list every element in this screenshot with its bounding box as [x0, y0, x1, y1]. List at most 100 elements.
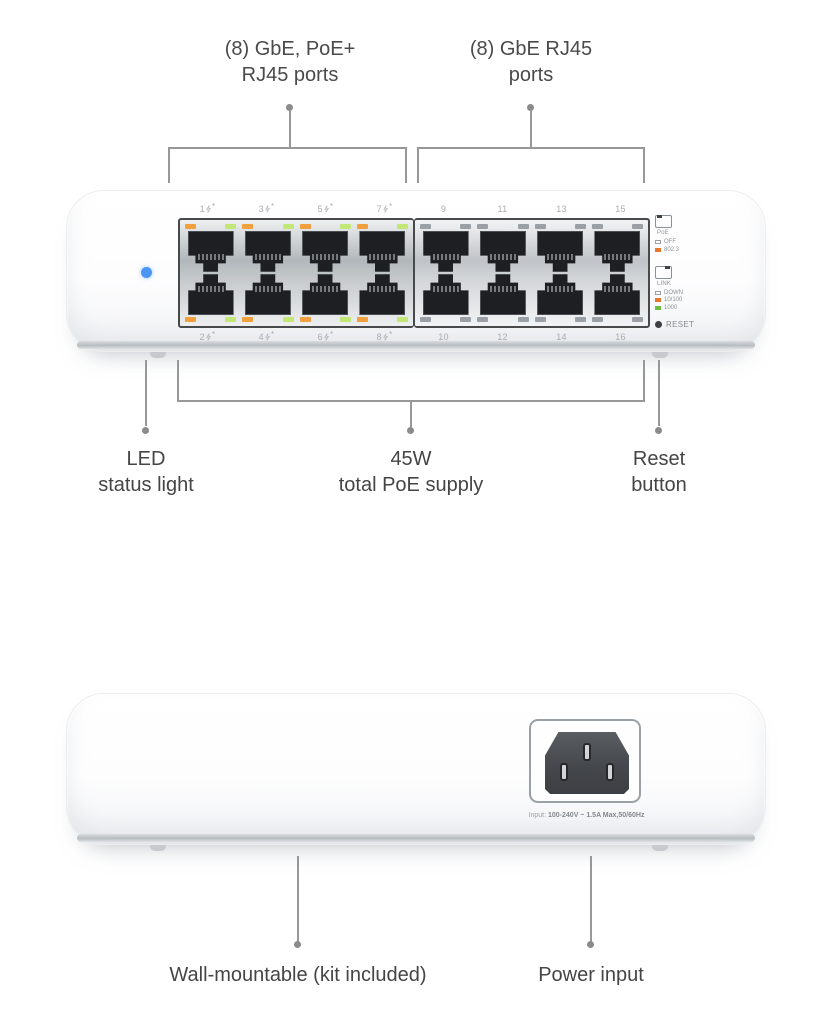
callout-stem-led — [145, 360, 147, 426]
rj45-jack-icon — [422, 231, 469, 272]
callout-power-input: Power input — [491, 962, 691, 988]
port-number-label: 14 — [556, 332, 567, 342]
power-inlet — [529, 719, 641, 803]
rj45-jack-icon — [537, 231, 584, 272]
callout-gbe-ports: (8) GbE RJ45 ports — [411, 36, 651, 88]
callout-dot — [294, 941, 301, 948]
poe-led-icon — [299, 224, 311, 229]
callout-poe-ports: (8) GbE, PoE+ RJ45 ports — [170, 36, 410, 88]
rj45-port — [590, 274, 645, 323]
port-number-label: 1 * — [199, 202, 216, 215]
rj45-port — [240, 223, 295, 272]
link-led-icon — [574, 317, 586, 322]
callout-reset-line1: Reset — [632, 448, 686, 470]
callout-gbe-ports-line2: ports — [508, 64, 554, 86]
callout-dot — [286, 104, 293, 111]
legend-row: OFF — [655, 239, 740, 245]
port-number-label: 7 * — [376, 202, 393, 215]
port-number-label: 5 * — [317, 202, 334, 215]
led-legend: PoE OFF 802.3 LINK DOWN 10/100 1 — [655, 215, 740, 329]
port-number-label: 13 — [556, 204, 567, 214]
link-led-icon — [282, 317, 294, 322]
port-assembly: 1 * 3 * 5 * 7 * 9 11 — [178, 201, 650, 345]
legend-link-1000: 1000 — [664, 304, 678, 311]
callout-dot — [407, 427, 414, 434]
iec-c14-socket-icon — [545, 732, 629, 794]
callout-45w-line1: 45W — [390, 448, 432, 470]
rj45-jack-icon — [480, 274, 526, 315]
rj45-port — [355, 223, 410, 272]
rj45-port — [183, 274, 238, 323]
link-led-icon — [225, 317, 237, 322]
port-number-label: 3 * — [258, 202, 275, 215]
link-led-icon — [397, 224, 408, 229]
legend-poe-8023: 802.3 — [664, 246, 680, 253]
link-led-icon — [282, 224, 294, 229]
port-number-label: 15 — [615, 204, 626, 214]
callout-wall-mountable: Wall-mountable (kit included) — [98, 962, 498, 988]
callout-dot — [527, 104, 534, 111]
poe-port-block — [178, 218, 414, 328]
callout-led-line1: LED — [126, 448, 166, 470]
port-number-label: 10 — [438, 332, 449, 342]
swatch-off-icon — [655, 290, 661, 295]
link-led-icon — [460, 224, 472, 229]
rj45-jack-icon — [245, 274, 291, 315]
poe-bolt-icon — [265, 205, 270, 213]
device-base — [77, 834, 755, 842]
legend-link-title: LINK — [657, 280, 672, 287]
poe-led-icon — [185, 224, 196, 229]
callout-gbe-ports-line1: (8) GbE RJ45 — [469, 38, 593, 60]
power-spec-value: 100-240V ~ 1.5A Max,50/60Hz — [548, 812, 645, 819]
swatch-green-icon — [655, 305, 661, 310]
poe-led-icon — [591, 317, 603, 322]
poe-led-icon — [356, 224, 368, 229]
poe-led-icon — [420, 317, 431, 322]
poe-bolt-icon — [383, 205, 388, 213]
device-foot — [652, 845, 668, 851]
power-spec-prefix: Input: — [528, 812, 547, 819]
power-pin — [606, 763, 614, 781]
rj45-jack-icon — [537, 274, 583, 315]
swatch-off-icon — [655, 240, 661, 244]
callout-poe-ports-line2: RJ45 ports — [241, 64, 339, 86]
rj45-port — [298, 223, 353, 272]
callout-stem-power — [590, 856, 592, 943]
rj45-port — [183, 223, 238, 272]
callout-dot — [655, 427, 662, 434]
device-foot — [652, 352, 668, 358]
poe-led-icon — [420, 224, 431, 229]
power-pin — [583, 743, 591, 761]
callout-stem — [530, 110, 532, 147]
legend-poe-title: PoE — [657, 230, 669, 236]
callout-reset-line2: button — [631, 474, 687, 496]
port-number-label: 8 * — [376, 330, 393, 343]
poe-led-icon — [356, 317, 368, 322]
swatch-orange-icon — [655, 298, 661, 302]
bracket-poe-supply — [177, 360, 645, 402]
callout-poe-supply: 45W total PoE supply — [291, 446, 531, 498]
link-led-icon — [339, 224, 351, 229]
legend-row: 802.3 — [655, 247, 740, 253]
link-led-icon — [339, 317, 351, 322]
port-numbers-bottom: 2 * 4 * 6 * 8 * 10 12 — [178, 329, 650, 345]
callout-led-status: LED status light — [36, 446, 256, 498]
poe-led-icon — [242, 224, 254, 229]
link-led-icon — [632, 317, 643, 322]
poe-bolt-icon — [265, 333, 270, 341]
callout-stem-45w — [410, 402, 412, 427]
legend-poe-off: OFF — [664, 239, 676, 245]
rj45-jack-icon — [187, 231, 234, 272]
callout-stem — [289, 110, 291, 147]
rj45-port — [475, 223, 530, 272]
callout-45w-line2: total PoE supply — [338, 474, 484, 496]
link-led-icon — [517, 317, 529, 322]
poe-led-icon — [299, 317, 311, 322]
bracket-gbe-ports — [417, 147, 645, 183]
rj45-jack-icon — [594, 231, 641, 272]
status-led — [141, 267, 152, 278]
poe-led-icon — [534, 224, 546, 229]
rj45-port — [590, 223, 645, 272]
poe-bolt-icon — [324, 205, 329, 213]
poe-led-icon — [185, 317, 196, 322]
